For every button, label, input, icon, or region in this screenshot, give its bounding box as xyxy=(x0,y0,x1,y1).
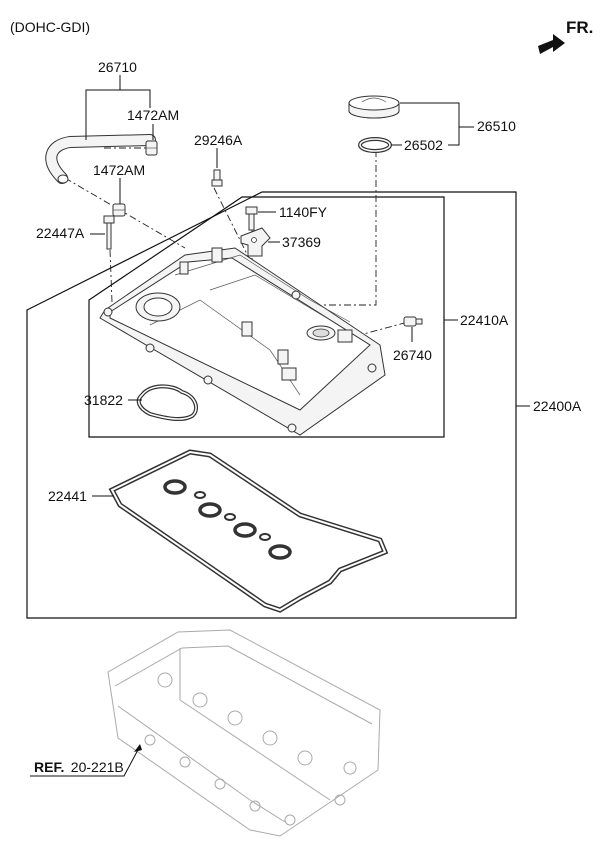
reference-label: REF. 20-221B xyxy=(34,759,124,776)
reference-arrowhead xyxy=(134,744,142,752)
stud-alignment-line xyxy=(109,249,113,303)
front-direction-indicator: FR. xyxy=(538,18,593,54)
front-arrow-icon xyxy=(538,34,565,54)
cap-gasket xyxy=(358,137,392,153)
label-22447A: 22447A xyxy=(36,225,85,241)
plug xyxy=(211,169,223,187)
plug-gasket xyxy=(136,384,199,422)
cylinder-head-reference xyxy=(107,629,381,837)
label-31822: 31822 xyxy=(84,392,123,408)
cover-assy-frame xyxy=(88,196,445,438)
front-label: FR. xyxy=(566,18,593,37)
hose-leader xyxy=(85,89,151,140)
breather-hose xyxy=(45,134,156,184)
label-22410A: 22410A xyxy=(460,312,509,328)
label-26710: 26710 xyxy=(98,59,137,75)
cover-complete-frame xyxy=(26,191,517,619)
reference-code: 20-221B xyxy=(71,759,124,775)
oil-filler-cap xyxy=(348,95,400,119)
cap-alignment-line xyxy=(323,150,377,306)
hose-clip-lower xyxy=(112,203,126,217)
rocker-cover xyxy=(99,247,386,436)
bolt xyxy=(245,206,258,231)
label-22441: 22441 xyxy=(48,488,87,504)
label-1472AM-lower: 1472AM xyxy=(93,162,145,178)
stud-bolt xyxy=(103,215,115,250)
reference-prefix: REF. xyxy=(34,759,64,775)
hose-clip-upper xyxy=(145,140,158,156)
bracket xyxy=(240,227,271,257)
reference-leader xyxy=(30,745,141,777)
engine-type-label: (DOHC-GDI) xyxy=(10,19,90,35)
pcv-alignment-line xyxy=(355,321,409,337)
label-37369: 37369 xyxy=(282,234,321,250)
label-22400A: 22400A xyxy=(533,398,582,414)
label-29246A: 29246A xyxy=(194,132,243,148)
cover-gasket xyxy=(108,449,389,613)
label-26740: 26740 xyxy=(393,347,432,363)
hose-alignment-line xyxy=(64,177,186,249)
label-26510: 26510 xyxy=(477,118,516,134)
label-1140FY: 1140FY xyxy=(279,204,328,220)
label-26502: 26502 xyxy=(404,137,443,153)
label-1472AM-upper: 1472AM xyxy=(127,107,179,123)
cap-bracket-leader xyxy=(400,102,460,146)
pcv-valve xyxy=(403,316,423,327)
